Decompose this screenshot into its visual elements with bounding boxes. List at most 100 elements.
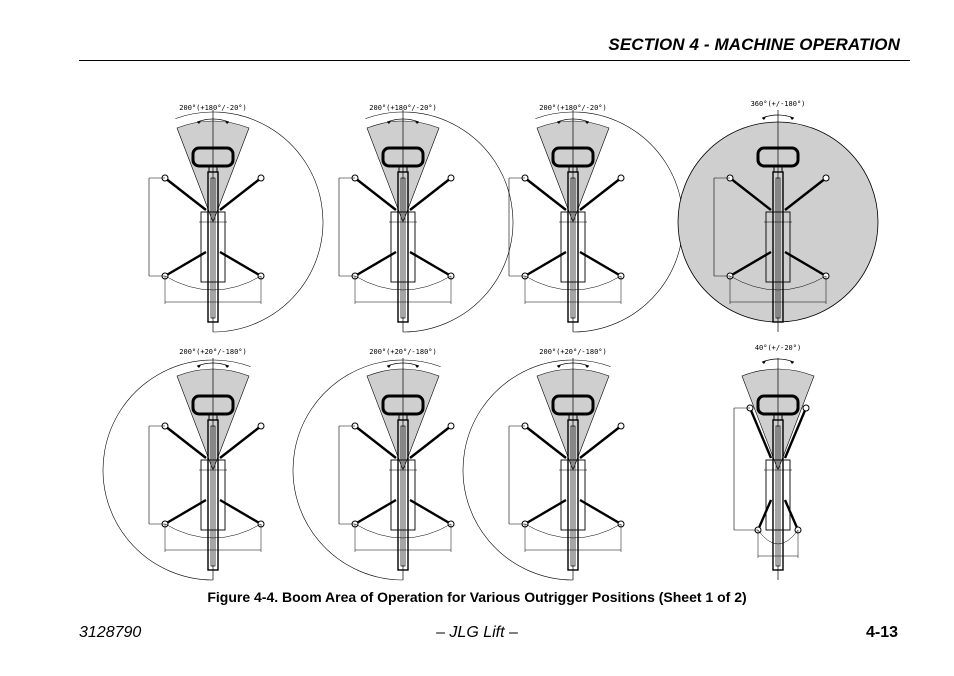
rotation-label: 360°(+/-180°) [751,100,806,108]
rear-swing-arc [164,275,262,291]
chassis [200,211,226,283]
boom-section [397,419,409,571]
boom-area-diagram: 200°(+180°/-20°) [338,104,514,333]
outrigger-leg [409,177,452,211]
rotation-arrow [386,362,420,367]
outrigger-pad [617,174,625,182]
rotation-label: 200°(+180°/-20°) [369,104,436,112]
outrigger-pad [617,422,625,430]
outrigger-pad [822,174,830,182]
rotation-label: 200°(+20°/-180°) [369,348,436,356]
chassis [390,459,416,531]
outrigger-leg [748,407,773,459]
outrigger-pad [447,422,455,430]
operating-area-arc [102,359,251,581]
rotation-arrow [761,114,795,119]
chassis [200,459,226,531]
doc-number: 3128790 [79,624,142,641]
chassis [560,459,586,531]
outrigger-leg [784,250,827,278]
chassis [765,459,791,531]
operating-area-arc [462,359,611,581]
rotation-arrow [556,362,590,367]
rotation-arrowhead [557,365,561,368]
outrigger-leg [354,498,397,526]
outrigger-leg [354,177,397,211]
boom-inner [400,425,406,567]
rotation-arrowhead [415,121,419,124]
rotation-label: 200°(+180°/-20°) [179,104,246,112]
rotation-arrow [196,362,230,367]
outrigger-leg [579,425,622,459]
rear-swing-arc [354,275,452,291]
rear-swing-arc [524,275,622,291]
outrigger-pad [447,174,455,182]
rear-swing-arc [757,529,799,545]
operating-area-arc [365,111,514,333]
chassis [560,211,586,283]
boom-inner [775,425,781,567]
outrigger-leg [219,498,262,526]
outrigger-leg [164,177,207,211]
header-rule [79,60,910,61]
outrigger-leg [783,407,808,459]
outrigger-leg [579,498,622,526]
boom-inner [570,177,576,319]
outrigger-leg [164,250,207,278]
outrigger-leg [409,425,452,459]
rotation-arrowhead [225,121,229,124]
boom-inner [210,425,216,567]
boom-section [772,171,784,323]
outrigger-leg [409,498,452,526]
operating-area-arc [292,359,441,581]
rotation-arrow [556,118,590,123]
chassis [390,211,416,283]
rotation-arrowhead [790,361,794,364]
rotation-arrowhead [585,365,589,368]
outrigger-leg [524,498,567,526]
rotation-arrowhead [387,365,391,368]
boom-area-diagram: 200°(+180°/-20°) [148,104,324,333]
boom-section [567,419,579,571]
rear-swing-arc [354,523,452,539]
boom-inner [570,425,576,567]
boom-section [207,419,219,571]
rotation-arrow [196,118,230,123]
outrigger-leg [219,425,262,459]
outrigger-leg [354,250,397,278]
outrigger-leg [756,499,773,531]
section-title: SECTION 4 - MACHINE OPERATION [608,35,900,54]
rotation-arrowhead [197,121,201,124]
rotation-arrowhead [762,361,766,364]
outrigger-pad [257,174,265,182]
boom-inner [400,177,406,319]
rear-swing-arc [164,523,262,539]
rotation-arrowhead [415,365,419,368]
rotation-arrowhead [387,121,391,124]
outrigger-pad [802,404,810,412]
boom-section [397,171,409,323]
outrigger-leg [579,250,622,278]
rotation-arrowhead [557,121,561,124]
boom-section [567,171,579,323]
rotation-arrowhead [790,117,794,120]
outrigger-leg [409,250,452,278]
operating-area-arc [175,111,324,333]
outrigger-leg [729,250,772,278]
outrigger-leg [219,250,262,278]
boom-inner [210,177,216,319]
boom-inner [775,177,781,319]
boom-section [207,171,219,323]
footer-title: – JLG Lift – [436,624,518,641]
figure-caption: Figure 4-4. Boom Area of Operation for V… [207,589,747,605]
boom-area-diagram: 360°(+/-180°) [677,100,879,332]
outrigger-leg [524,177,567,211]
page-number: 4-13 [865,624,898,641]
boom-area-diagram: 200°(+20°/-180°) [102,348,265,581]
outrigger-leg [784,177,827,211]
outrigger-leg [579,177,622,211]
rear-swing-arc [729,275,827,291]
rotation-arrowhead [225,365,229,368]
rear-swing-arc [524,523,622,539]
outrigger-leg [164,425,207,459]
